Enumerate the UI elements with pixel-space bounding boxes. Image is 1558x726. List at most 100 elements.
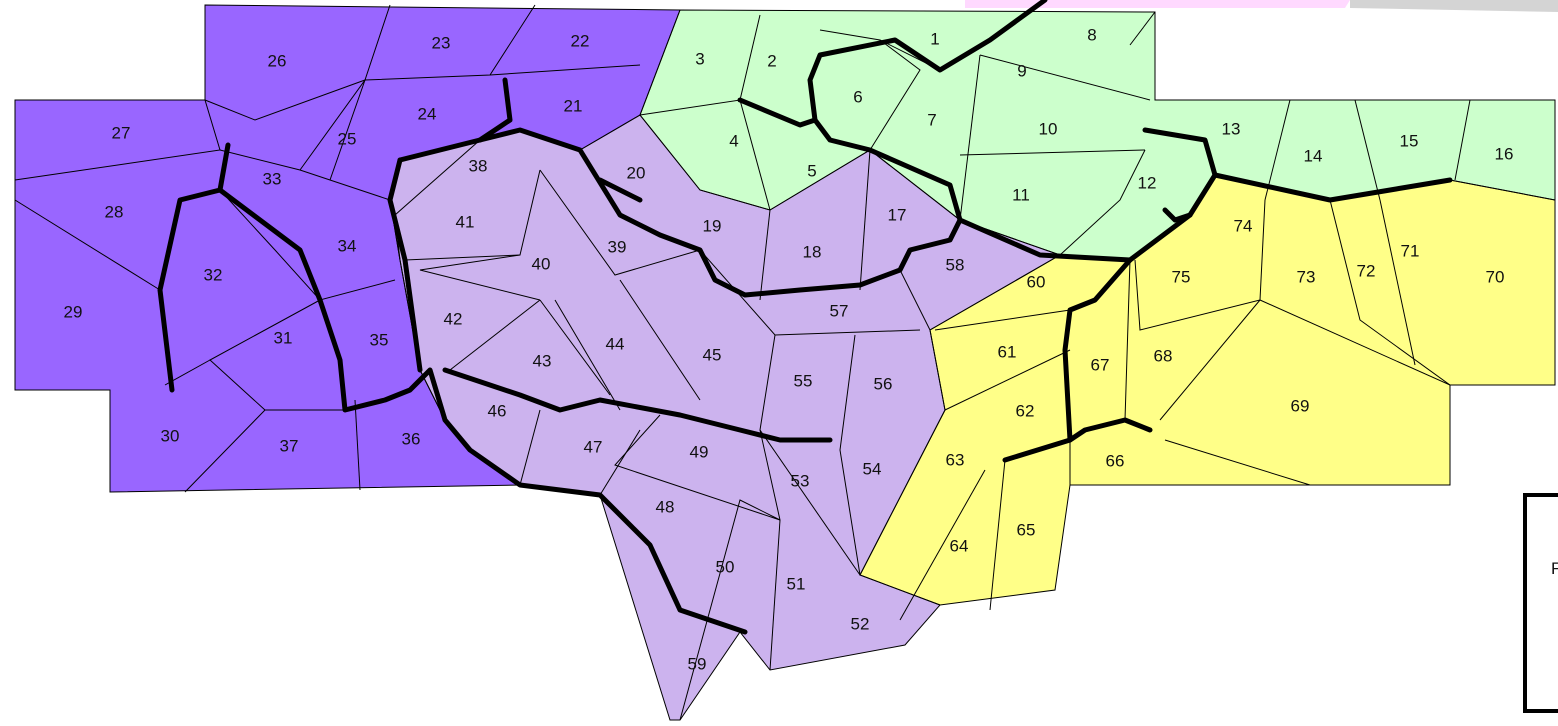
zone-label-26[interactable]: 26 <box>268 51 287 70</box>
zone-label-7[interactable]: 7 <box>927 110 936 129</box>
zone-label-66[interactable]: 66 <box>1106 451 1125 470</box>
zone-label-60[interactable]: 60 <box>1027 272 1046 291</box>
zone-border <box>489 64 641 76</box>
group-border <box>397 127 963 298</box>
zone-label-41[interactable]: 41 <box>456 212 475 231</box>
zone-label-37[interactable]: 37 <box>280 436 299 455</box>
zone-label-67[interactable]: 67 <box>1091 355 1110 374</box>
zone-label-53[interactable]: 53 <box>791 471 810 490</box>
zone-label-1[interactable]: 1 <box>930 29 939 48</box>
zone-label-25[interactable]: 25 <box>338 129 357 148</box>
zone-label-72[interactable]: 72 <box>1357 261 1376 280</box>
zone-label-2[interactable]: 2 <box>767 51 776 70</box>
zone-label-11[interactable]: 11 <box>1012 185 1030 204</box>
zone-label-36[interactable]: 36 <box>402 429 421 448</box>
zone-label-51[interactable]: 51 <box>787 574 806 593</box>
zone-border <box>1454 99 1471 181</box>
zone-label-21[interactable]: 21 <box>564 96 583 115</box>
zone-label-8[interactable]: 8 <box>1087 25 1096 44</box>
zone-label-68[interactable]: 68 <box>1154 346 1173 365</box>
zone-label-5[interactable]: 5 <box>807 161 816 180</box>
zone-label-49[interactable]: 49 <box>690 442 709 461</box>
zone-label-40[interactable]: 40 <box>532 254 551 273</box>
zone-label-56[interactable]: 56 <box>874 374 893 393</box>
zone-border <box>1264 99 1291 201</box>
legend-box: F <box>1523 493 1558 713</box>
zone-label-55[interactable]: 55 <box>794 371 813 390</box>
zone-border <box>614 414 781 521</box>
zone-label-13[interactable]: 13 <box>1222 119 1241 138</box>
zone-label-22[interactable]: 22 <box>571 31 590 50</box>
zone-label-4[interactable]: 4 <box>729 131 738 150</box>
zone-label-54[interactable]: 54 <box>863 459 882 478</box>
group-border <box>1062 257 1153 443</box>
zone-label-34[interactable]: 34 <box>338 236 357 255</box>
zone-label-9[interactable]: 9 <box>1017 61 1026 80</box>
group-border <box>387 157 423 373</box>
zone-label-24[interactable]: 24 <box>418 104 437 123</box>
zone-label-3[interactable]: 3 <box>695 49 704 68</box>
group-border <box>442 367 833 443</box>
zone-label-10[interactable]: 10 <box>1039 119 1058 138</box>
zone-label-63[interactable]: 63 <box>946 450 965 469</box>
zone-label-58[interactable]: 58 <box>946 255 965 274</box>
zone-label-39[interactable]: 39 <box>608 237 627 256</box>
group-border <box>807 0 1453 263</box>
zone-label-15[interactable]: 15 <box>1400 131 1419 150</box>
zone-label-35[interactable]: 35 <box>370 330 389 349</box>
zone-label-44[interactable]: 44 <box>606 334 625 353</box>
zone-label-73[interactable]: 73 <box>1297 267 1316 286</box>
zone-label-23[interactable]: 23 <box>432 33 451 52</box>
zone-label-71[interactable]: 71 <box>1401 241 1420 260</box>
zone-label-28[interactable]: 28 <box>105 202 124 221</box>
zone-border <box>14 199 161 291</box>
zone-label-64[interactable]: 64 <box>950 536 969 555</box>
group-border <box>737 97 818 128</box>
zone-border <box>959 54 981 221</box>
zone-label-48[interactable]: 48 <box>656 497 675 516</box>
zone-label-27[interactable]: 27 <box>112 123 131 142</box>
zone-border <box>759 429 861 576</box>
zone-label-62[interactable]: 62 <box>1016 401 1035 420</box>
region-lavender <box>390 115 1060 720</box>
zone-label-57[interactable]: 57 <box>830 301 849 320</box>
zone-label-47[interactable]: 47 <box>584 437 603 456</box>
zone-label-43[interactable]: 43 <box>533 351 552 370</box>
zone-label-59[interactable]: 59 <box>688 654 707 673</box>
zone-label-32[interactable]: 32 <box>204 265 223 284</box>
zone-label-50[interactable]: 50 <box>716 557 735 576</box>
zone-label-6[interactable]: 6 <box>853 87 862 106</box>
zone-label-14[interactable]: 14 <box>1304 146 1323 165</box>
region-purple <box>15 5 680 492</box>
group-border <box>597 177 643 203</box>
group-border <box>477 77 513 143</box>
zone-label-52[interactable]: 52 <box>851 614 870 633</box>
zone-label-12[interactable]: 12 <box>1138 173 1157 192</box>
zone-border <box>839 334 861 576</box>
zone-label-45[interactable]: 45 <box>703 345 722 364</box>
zone-label-19[interactable]: 19 <box>703 216 722 235</box>
zone-border <box>1059 149 1146 256</box>
zone-label-29[interactable]: 29 <box>64 302 83 321</box>
zone-border <box>934 309 1071 331</box>
zone-label-16[interactable]: 16 <box>1495 144 1514 163</box>
zone-label-70[interactable]: 70 <box>1486 267 1505 286</box>
zone-label-38[interactable]: 38 <box>469 156 488 175</box>
zone-label-61[interactable]: 61 <box>998 342 1017 361</box>
zone-label-33[interactable]: 33 <box>263 169 282 188</box>
zone-label-17[interactable]: 17 <box>888 205 907 224</box>
zone-label-75[interactable]: 75 <box>1172 267 1191 286</box>
zone-label-30[interactable]: 30 <box>161 426 180 445</box>
zone-label-65[interactable]: 65 <box>1017 520 1036 539</box>
zone-label-42[interactable]: 42 <box>444 309 463 328</box>
zone-label-31[interactable]: 31 <box>274 328 293 347</box>
zone-border <box>619 279 701 401</box>
zone-label-46[interactable]: 46 <box>488 401 507 420</box>
zone-label-20[interactable]: 20 <box>627 163 646 182</box>
zone-label-74[interactable]: 74 <box>1234 216 1253 235</box>
zone-border <box>449 299 541 371</box>
zone-label-18[interactable]: 18 <box>803 242 822 261</box>
zone-label-69[interactable]: 69 <box>1291 396 1310 415</box>
